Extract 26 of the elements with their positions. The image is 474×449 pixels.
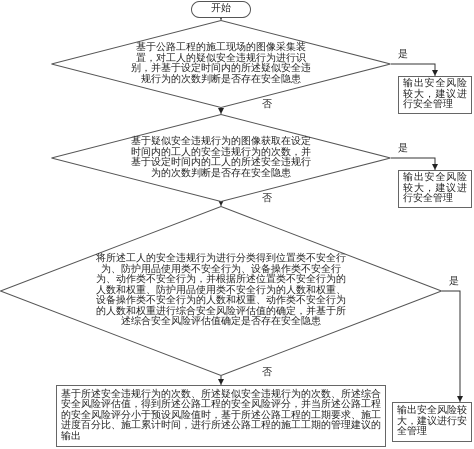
arrow — [218, 108, 224, 114]
decision-diamond — [0, 206, 442, 376]
start-label: 开始 — [211, 4, 231, 15]
edge-label: 否 — [261, 368, 273, 378]
process-box — [398, 76, 472, 114]
condition-text: 基于疑似安全违规行为的图像获取在设定时间内的工人的安全违规行为的次数，并基于设定时间内的工人的所述安全违规行为的次数判断是否存在安全隐患 — [131, 137, 311, 179]
arrow — [442, 290, 463, 402]
step-text: 输出安全风险较大，建议进行安全管理 — [397, 406, 467, 438]
decision-diamond — [51, 114, 391, 202]
condition-text: 将所述工人的安全违规行为进行分类得到位置类不安全行为、防护用品使用类不安全行为、设备操作类不安全行为、动作类不安全行为，并根据所述位置类不安全行为的人数和权重、防护用品使用类不安全行为的人数和权重、设备操作类不安全行为的人数和权重、动作类不安全行为的人数和权重进行综合安全风险评估值的确定，并基于所述综合安全风险评估值确定是否存在安全隐患 — [95, 254, 347, 328]
arrow — [218, 376, 224, 386]
edge-label: 是 — [397, 144, 409, 154]
edge-label: 否 — [261, 194, 273, 204]
start-terminal — [191, 1, 251, 18]
condition-text: 基于公路工程的施工现场的图像采集装置，对工人的疑似安全违规行为进行识别，并基于设定时间内的所述疑似安全违规行为的次数判断是否存在安全隐患 — [131, 43, 311, 85]
step-text: 基于所述安全违规行为的次数、所述疑似安全违规行为的次数、所述综合安全风险评估值，得到所述公路工程的安全风险评分，并当所述公路工程的安全风险评分小于预设风险值时，基于所述公路工程的工期要求、施工进度百分比、施工累计时间，进行所述公路工程的施工工期的管理建议的输出 — [61, 390, 381, 442]
step-text: 输出安全风险较大，建议进行安全管理 — [403, 79, 467, 111]
step-text: 输出安全风险较大，建议进行安全管理 — [403, 173, 467, 205]
edge-label: 是 — [397, 50, 409, 60]
arrow — [218, 200, 224, 206]
arrow — [390, 158, 438, 170]
arrow — [390, 64, 438, 76]
edge-label: 否 — [261, 100, 273, 110]
edge-label: 是 — [448, 277, 460, 287]
decision-diamond — [51, 20, 391, 108]
process-box — [398, 170, 472, 208]
